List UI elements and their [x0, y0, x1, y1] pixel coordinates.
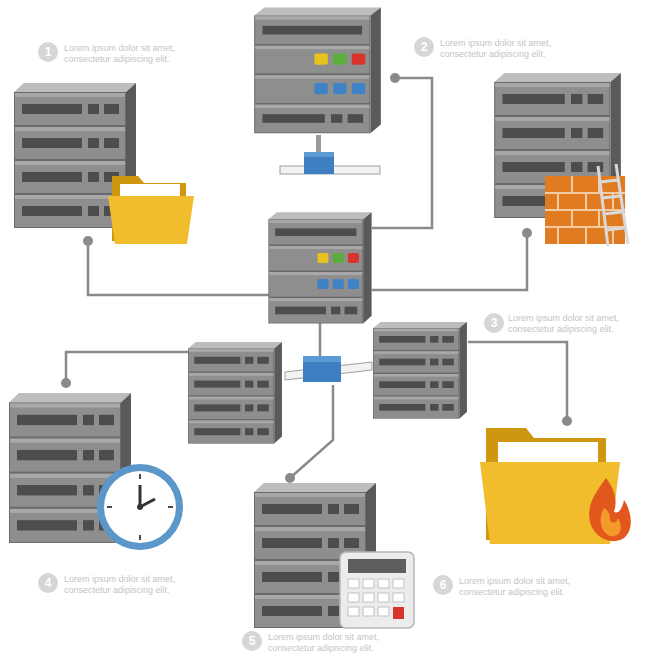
node-server — [373, 322, 467, 419]
network-connector — [280, 135, 380, 174]
firewall-icon — [545, 164, 628, 246]
callout-number: 2 — [414, 37, 434, 57]
folder-fire-icon — [480, 428, 631, 544]
node-server — [188, 342, 282, 444]
callout-number: 6 — [433, 575, 453, 595]
folder-icon — [108, 176, 194, 244]
callout-number: 3 — [484, 313, 504, 333]
callout-text: Lorem ipsum dolor sit amet, consectetur … — [440, 38, 572, 60]
network-wire — [66, 78, 567, 478]
network-hub — [285, 356, 372, 382]
callout-number: 4 — [38, 573, 58, 593]
callout-text: Lorem ipsum dolor sit amet, consectetur … — [268, 632, 400, 654]
callout-text: Lorem ipsum dolor sit amet, consectetur … — [459, 576, 591, 598]
callout-number: 1 — [38, 42, 58, 62]
network-server — [254, 8, 381, 134]
callout-text: Lorem ipsum dolor sit amet, consectetur … — [64, 43, 196, 65]
callout-text: Lorem ipsum dolor sit amet, consectetur … — [64, 574, 196, 596]
calculator-icon — [340, 552, 414, 628]
central-server — [268, 212, 371, 323]
callout-number: 5 — [242, 631, 262, 651]
callout-text: Lorem ipsum dolor sit amet, consectetur … — [508, 313, 640, 335]
clock-icon — [97, 464, 183, 550]
